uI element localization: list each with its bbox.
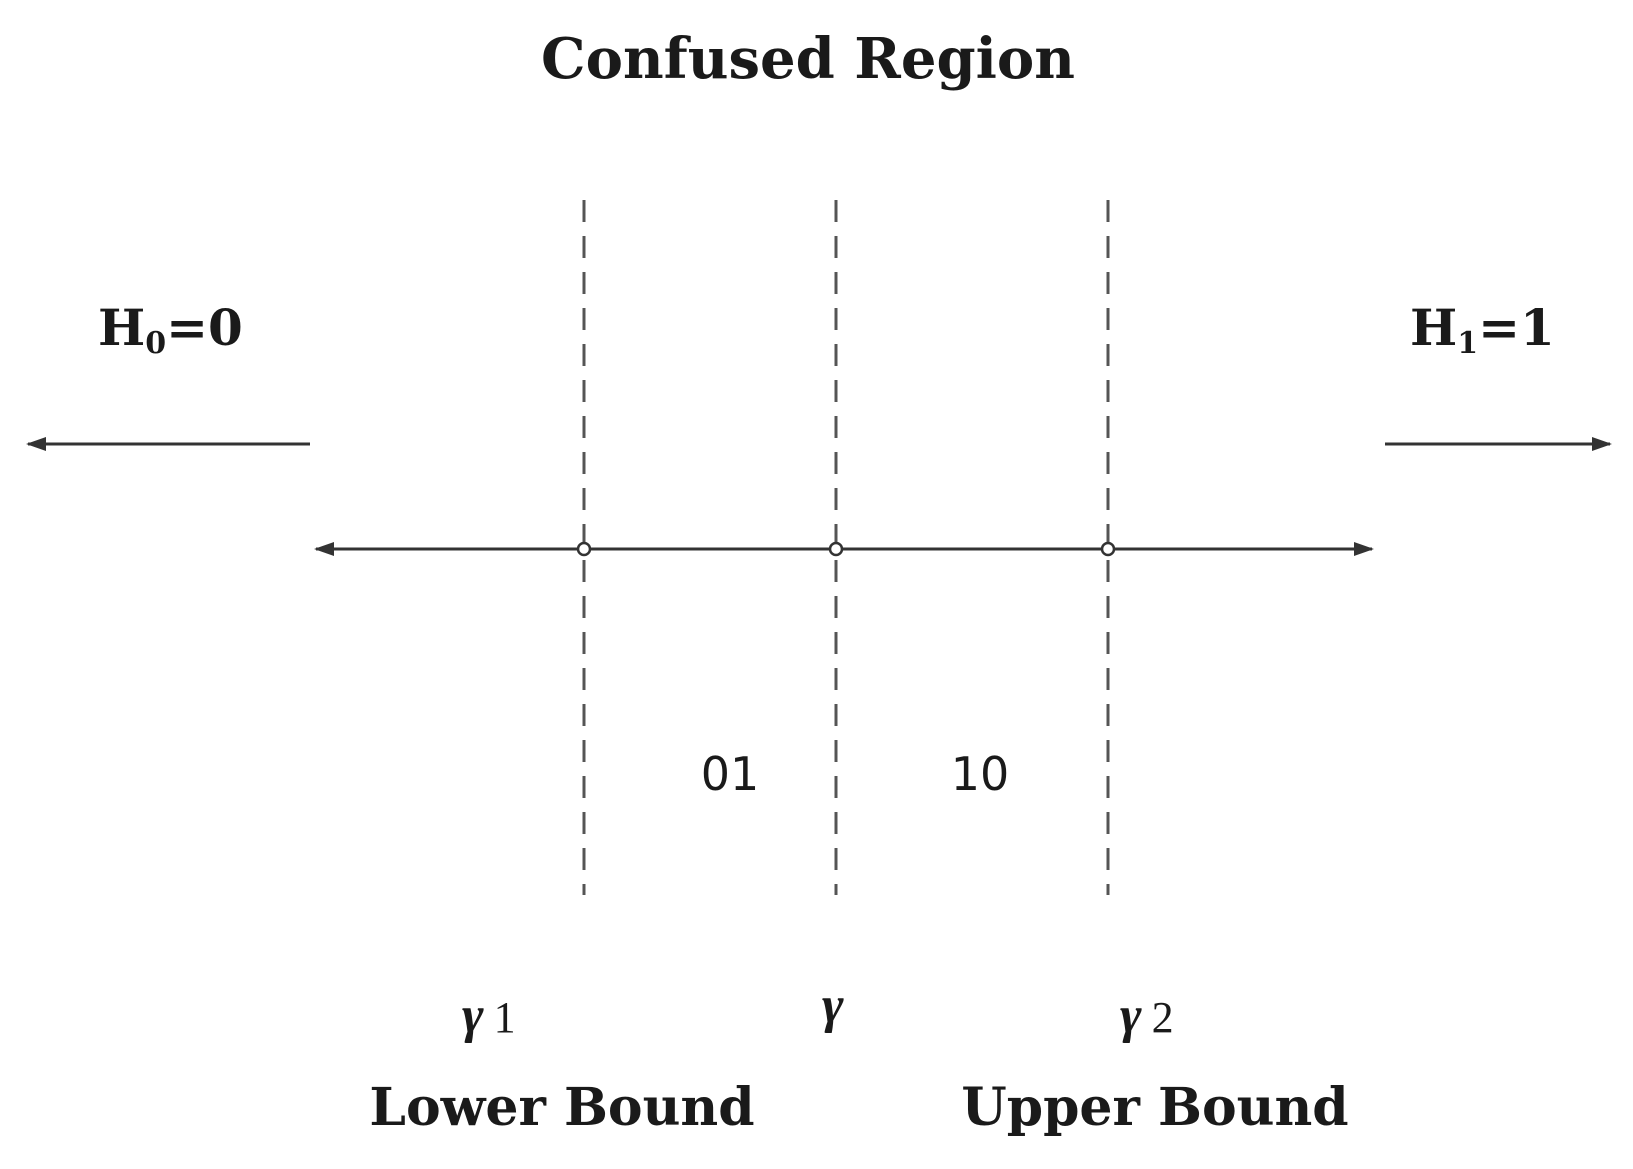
axis-point-gamma bbox=[828, 541, 844, 557]
hypothesis-h0-subscript: 0 bbox=[145, 326, 166, 361]
hypothesis-h1-label: H1=1 bbox=[1410, 298, 1555, 361]
threshold-symbol-gamma: γ bbox=[822, 977, 844, 1034]
gamma2-symbol: γ bbox=[1120, 987, 1142, 1044]
gamma2-index: 2 bbox=[1152, 993, 1174, 1042]
gamma1-index: 1 bbox=[494, 993, 516, 1042]
gamma-symbol: γ bbox=[822, 977, 844, 1034]
region-label-01: 01 bbox=[701, 747, 760, 801]
lower-bound-caption: Lower Bound bbox=[369, 1077, 754, 1138]
hypothesis-h1-value: =1 bbox=[1478, 298, 1555, 357]
region-label-10: 10 bbox=[951, 747, 1010, 801]
hypothesis-h1-subscript: 1 bbox=[1457, 326, 1478, 361]
hypothesis-h0-letter: H bbox=[98, 298, 145, 357]
axis-point-gamma2 bbox=[1100, 541, 1116, 557]
diagram-title: Confused Region bbox=[541, 26, 1075, 92]
axis-point-gamma1 bbox=[576, 541, 592, 557]
hypothesis-h0-value: =0 bbox=[166, 298, 243, 357]
hypothesis-h1-letter: H bbox=[1410, 298, 1457, 357]
upper-bound-caption: Upper Bound bbox=[961, 1077, 1348, 1138]
gamma1-symbol: γ bbox=[462, 987, 484, 1044]
hypothesis-h0-label: H0=0 bbox=[98, 298, 243, 361]
